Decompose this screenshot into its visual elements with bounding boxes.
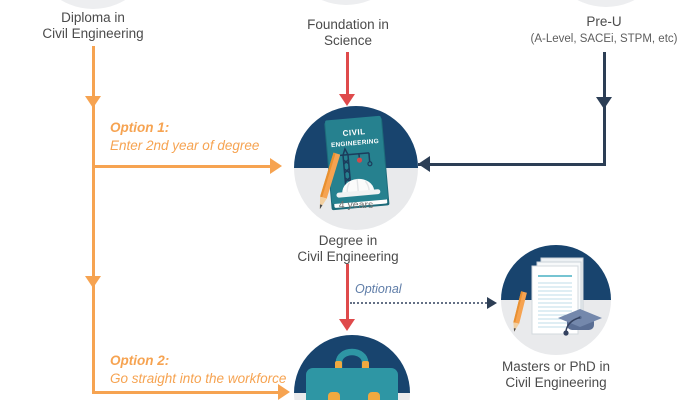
degree-node-circle: CIVIL ENGINEERING	[294, 106, 418, 230]
preu-arrow-horizontal-line	[418, 163, 606, 166]
degree-label-line2: Civil Engineering	[297, 249, 399, 265]
book-title-line2: ENGINEERING	[331, 138, 379, 149]
option2-title: Option 2:	[110, 353, 170, 368]
workforce-node-circle	[294, 335, 410, 400]
degree-label-line1: Degree in	[318, 233, 378, 248]
crane-ball	[356, 157, 363, 163]
masters-node-label: Masters or PhD in Civil Engineering	[476, 359, 636, 392]
diploma-label-line2: Civil Engineering	[42, 26, 144, 42]
briefcase-body	[306, 368, 398, 400]
foundation-arrow-line	[346, 52, 349, 96]
foundation-node-label: Foundation in Science	[268, 17, 428, 50]
diploma-node-circle	[31, 0, 155, 9]
preu-label-subtitle: (A-Level, SACEi, STPM, etc)	[530, 33, 678, 46]
crane-hook	[367, 161, 373, 167]
graduation-cap-icon	[558, 309, 602, 336]
degree-to-workforce-line	[346, 264, 349, 322]
diploma-label-line1: Diploma in	[61, 10, 125, 25]
briefcase-buckle-left	[328, 392, 340, 400]
diploma-path-arrowhead-2	[85, 276, 101, 288]
masters-node-circle	[501, 245, 611, 355]
foundation-label-line2: Science	[323, 33, 373, 49]
option1-arrowhead	[270, 158, 282, 174]
optional-dotted-line	[350, 302, 487, 304]
masters-label-line1: Masters or PhD in	[501, 359, 611, 374]
book-cover	[325, 115, 388, 205]
degree-node-label: Degree in Civil Engineering	[268, 233, 428, 266]
book-crane-hardhat-pencil-icon: CIVIL ENGINEERING	[319, 115, 390, 211]
book-title-line1: CIVIL	[342, 127, 366, 138]
preu-node-label: Pre-U (A-Level, SACEi, STPM, etc)	[524, 14, 684, 46]
pencil-icon	[319, 152, 341, 210]
foundation-node-circle	[284, 0, 408, 5]
diploma-node-label: Diploma in Civil Engineering	[13, 10, 173, 43]
foundation-label-line1: Foundation in	[307, 17, 389, 32]
option1-description: Enter 2nd year of degree	[110, 138, 260, 153]
preu-arrowhead-down	[596, 97, 612, 109]
foundation-arrowhead	[339, 94, 355, 106]
option1-arrow-line	[92, 165, 272, 168]
diploma-path-vertical-line	[92, 46, 95, 393]
optional-path-label: Optional	[355, 282, 402, 296]
option1-title: Option 1:	[110, 120, 170, 135]
masters-label-line2: Civil Engineering	[505, 375, 607, 391]
pencil-icon	[513, 291, 527, 332]
briefcase-buckle-right	[368, 392, 380, 400]
preu-node-circle	[544, 0, 668, 7]
diploma-path-arrowhead-1	[85, 96, 101, 108]
preu-label-title: Pre-U	[586, 14, 622, 29]
papers-pencil-graduation-cap-icon	[513, 257, 602, 336]
briefcase-handle	[335, 348, 369, 372]
optional-arrowhead	[487, 297, 497, 309]
degree-duration-badge: 4 years	[338, 199, 374, 211]
preu-arrowhead-left	[418, 156, 430, 172]
briefcase-icon	[306, 348, 398, 400]
option2-description: Go straight into the workforce	[110, 371, 287, 386]
degree-to-workforce-arrowhead	[339, 319, 355, 331]
option2-arrow-line	[92, 391, 278, 394]
hard-hat-icon	[336, 178, 381, 198]
option2-arrowhead	[278, 384, 290, 400]
